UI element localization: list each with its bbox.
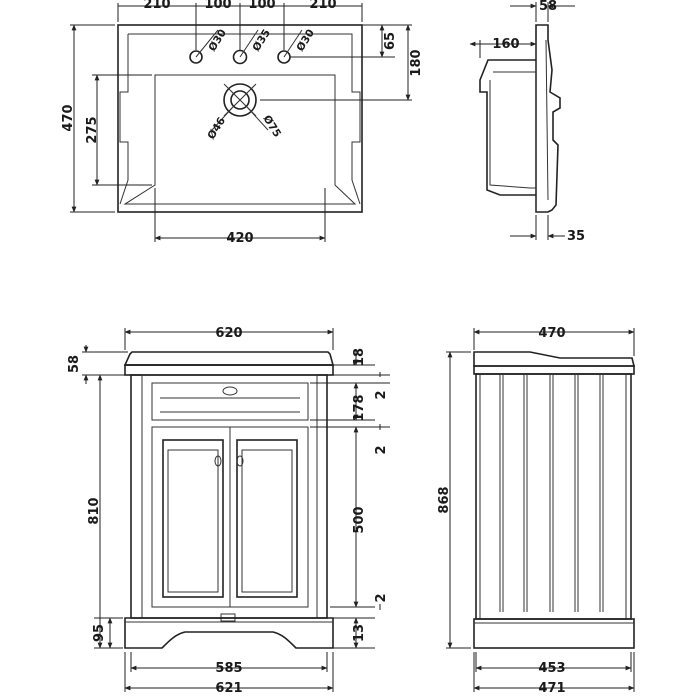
dim-label-95: 95	[92, 624, 107, 642]
unit-side-view	[446, 328, 636, 692]
basin-top-labels: 210 100 100 210 Ø30 Ø35 Ø30 Ø46 Ø75 65 1…	[61, 0, 424, 246]
dim-label-210-right: 210	[309, 0, 336, 12]
dim-label-453: 453	[538, 661, 565, 676]
dim-label-275: 275	[85, 116, 100, 143]
tap-hole-center	[232, 49, 248, 65]
unit-front-view	[82, 328, 390, 692]
dim-label-620: 620	[215, 326, 242, 341]
hole-label-right: Ø30	[294, 27, 317, 53]
dim-label-178: 178	[352, 394, 367, 421]
dim-label-621: 621	[215, 681, 242, 696]
tap-hole-left	[189, 50, 203, 64]
dim-label-2-b: 2	[374, 445, 389, 454]
dim-label-470-side: 470	[538, 326, 565, 341]
dim-label-471: 471	[538, 681, 565, 696]
dim-label-868: 868	[437, 486, 452, 513]
dim-label-58-top: 58	[539, 0, 557, 14]
dim-label-65: 65	[383, 32, 398, 50]
waste-outer	[223, 83, 257, 117]
dim-label-420: 420	[226, 231, 253, 246]
dim-label-160: 160	[492, 37, 519, 52]
unit-front-labels: 620 58 810 95 585 621 18 2 178 2 500 2 1…	[67, 326, 389, 696]
hole-label-center: Ø35	[250, 27, 273, 53]
unit-side-labels: 470 868 453 471	[437, 326, 566, 696]
dim-label-585: 585	[215, 661, 242, 676]
dim-label-2-a: 2	[374, 390, 389, 399]
dim-label-35: 35	[567, 229, 585, 244]
basin-top-view	[70, 3, 412, 242]
dim-label-210-left: 210	[143, 0, 170, 12]
dim-label-13: 13	[352, 624, 367, 642]
waste-inner	[230, 90, 250, 110]
hole-label-left: Ø30	[206, 27, 229, 53]
waste-label-46: Ø46	[205, 115, 228, 141]
dim-label-810: 810	[87, 497, 102, 524]
dim-label-100-right: 100	[248, 0, 275, 12]
dim-label-58-front: 58	[67, 355, 82, 373]
waste-label-75: Ø75	[260, 113, 283, 139]
dim-label-470: 470	[61, 104, 76, 131]
dim-label-500: 500	[352, 506, 367, 533]
basin-side-view	[469, 2, 575, 240]
dim-label-180: 180	[409, 49, 424, 76]
dim-label-100-left: 100	[204, 0, 231, 12]
bowl-outline	[123, 74, 357, 205]
basin-side-labels: 58 160 35	[492, 0, 585, 244]
dim-label-18: 18	[352, 348, 367, 366]
dim-label-2-c: 2	[374, 593, 389, 602]
